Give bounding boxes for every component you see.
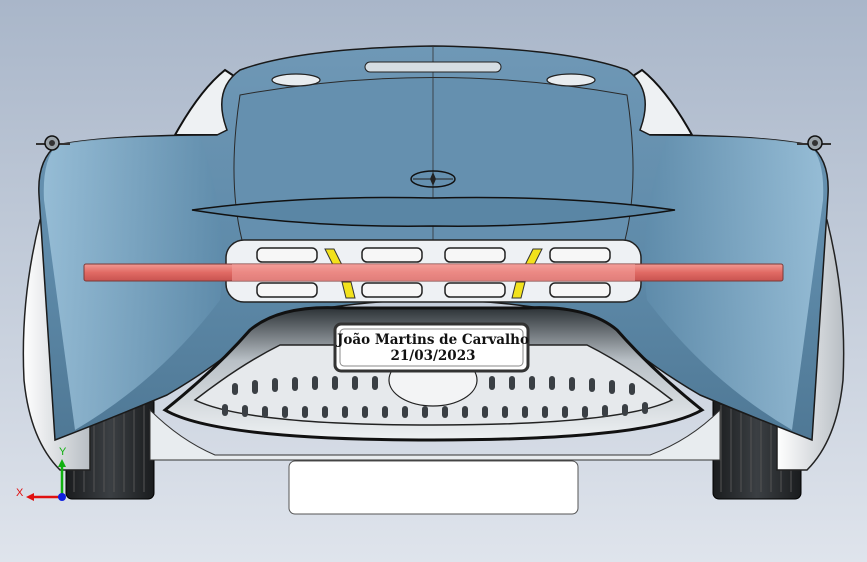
triad-z-axis-icon [58, 493, 66, 501]
plate-line-1: João Martins de Carvalho [336, 332, 529, 348]
triad-x-arrow-icon [26, 493, 34, 501]
license-plate: João Martins de Carvalho 21/03/2023 [333, 322, 530, 373]
triad-y-arrow-icon [58, 459, 66, 467]
rear-spoiler-lip [191, 196, 676, 227]
mercedes-star-emblem [410, 170, 456, 188]
triad-y-label: Y [59, 446, 67, 458]
rear-plate-holder [288, 460, 579, 515]
right-mirror [797, 135, 831, 151]
right-fender-highlight [644, 136, 824, 430]
coordinate-triad[interactable]: X Y [16, 446, 67, 501]
left-fender-highlight [43, 136, 223, 430]
left-mirror [36, 135, 70, 151]
turn-indicators [324, 248, 543, 299]
light-bar-center-segment [232, 264, 635, 281]
rear-underbody [149, 408, 721, 461]
diffuser-slots [222, 376, 648, 418]
tail-light-slots [256, 247, 611, 298]
triad-x-label: X [16, 487, 24, 499]
roof-vents [271, 61, 596, 87]
plate-line-2: 21/03/2023 [390, 348, 475, 364]
